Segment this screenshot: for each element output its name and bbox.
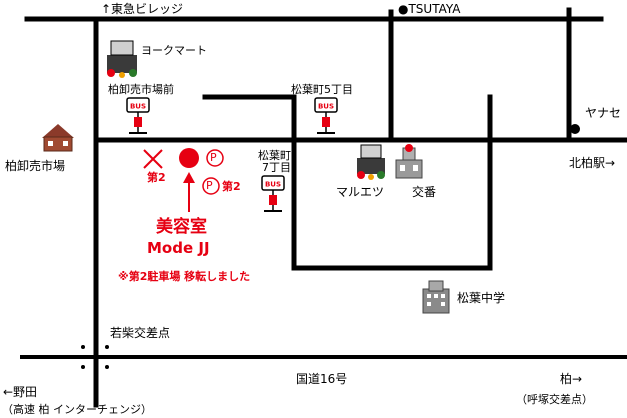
label-matsuba5-bus-stop: 松葉町5丁目	[291, 83, 353, 96]
label-tsutaya: ●TSUTAYA	[398, 2, 461, 16]
label-maruetsu: マルエツ	[336, 185, 385, 199]
bus-stop-wholesale: BUS	[126, 97, 150, 134]
label-wakashiba-intersection: 若柴交差点	[110, 326, 171, 340]
label-yanase: ヤナセ	[585, 106, 622, 120]
salon-name-english: Mode JJ	[147, 239, 210, 257]
market-building-icon	[42, 124, 74, 152]
label-junior-high: 松葉中学	[457, 291, 506, 305]
label-route16: 国道16号	[296, 372, 348, 386]
label-new-parking: 第2	[222, 180, 241, 193]
school-building-icon	[422, 280, 450, 314]
label-noda-sub: （高速 柏 インターチェンジ）	[2, 403, 152, 416]
supermarket-cart-icon-york	[107, 40, 137, 78]
parking-mark-current: P	[210, 151, 217, 164]
label-kashiwa: 柏→	[560, 372, 583, 386]
salon-name-japanese: 美容室	[156, 217, 207, 237]
label-wholesale-market: 柏卸売市場	[5, 159, 66, 173]
label-matsuba7-line1: 松葉町	[258, 149, 291, 162]
label-wholesale-bus-stop: 柏卸売市場前	[108, 83, 174, 96]
yanase-dot	[570, 124, 580, 134]
bus-stop-matsuba5: BUS	[314, 97, 338, 134]
police-box-icon	[395, 144, 423, 179]
svg-text:BUS: BUS	[318, 103, 334, 111]
label-york-mart: ヨークマート	[141, 44, 207, 57]
label-matsuba7-line2: 7丁目	[262, 161, 291, 174]
parking-mark-new: P	[206, 179, 213, 192]
supermarket-cart-icon-maruetsu	[357, 144, 385, 180]
label-kashiwa-sub: （呼塚交差点）	[516, 393, 593, 406]
parking-circle-new	[202, 177, 220, 195]
label-kitakashiwa-station: 北柏駅→	[569, 156, 616, 170]
parking-circle-current	[206, 149, 224, 167]
salon-location-marker	[179, 148, 199, 168]
label-koban: 交番	[412, 185, 437, 199]
label-old-parking: 第2	[147, 171, 166, 184]
svg-text:BUS: BUS	[265, 181, 281, 189]
bus-stop-matsuba7: BUS	[261, 175, 285, 212]
label-north-village: ↑東急ビレッジ	[101, 2, 184, 16]
old-parking-x-mark	[143, 149, 163, 169]
parking-relocation-notice: ※第2駐車場 移転しました	[118, 270, 251, 283]
svg-text:BUS: BUS	[130, 103, 146, 111]
label-noda: ←野田	[3, 385, 38, 399]
